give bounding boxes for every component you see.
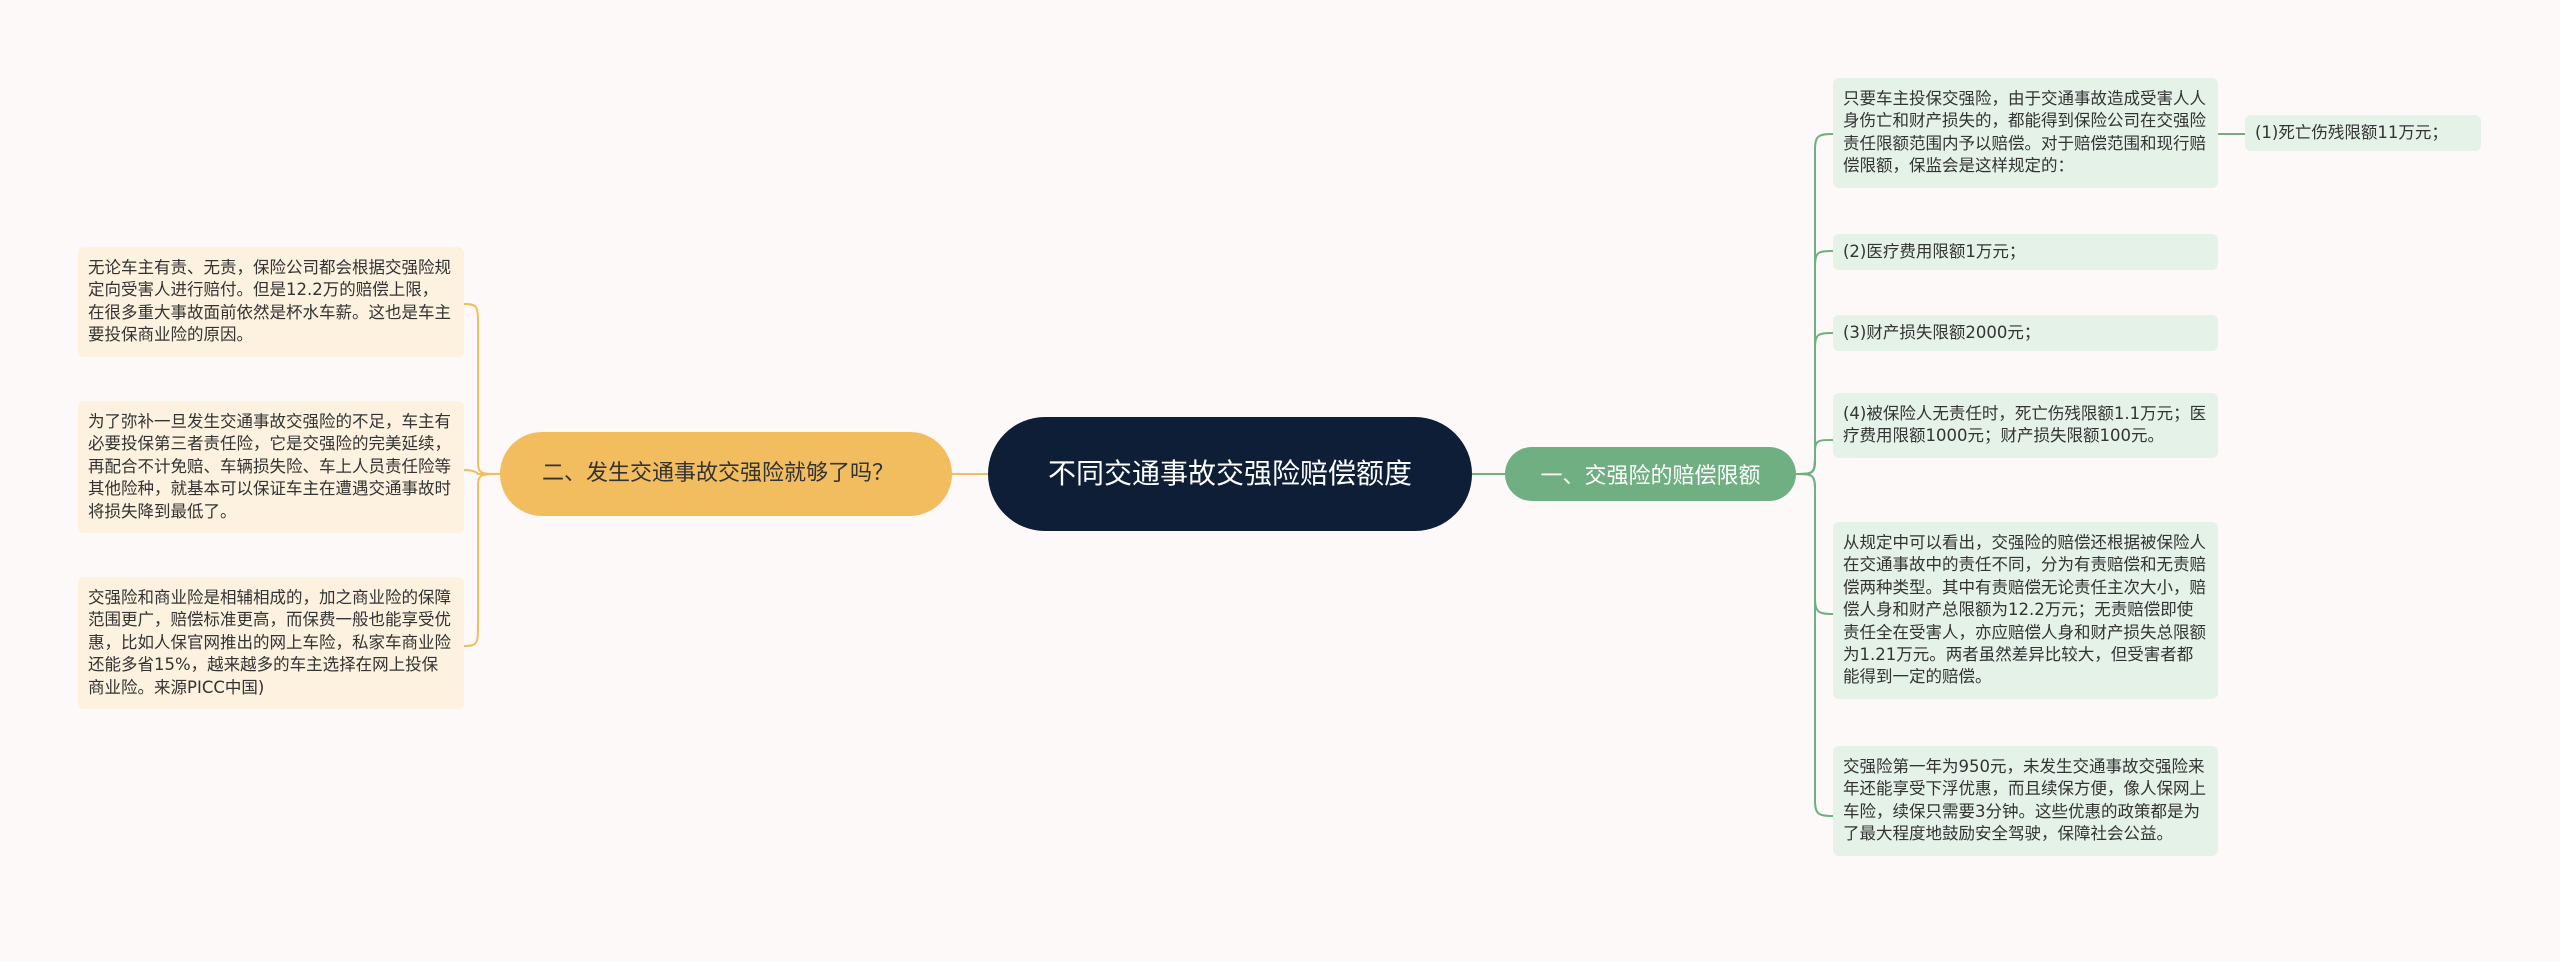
connector-right-leaf-6 bbox=[1795, 473, 1834, 817]
right-leaf-5[interactable]: 从规定中可以看出，交强险的赔偿还根据被保险人在交通事故中的责任不同，分为有责赔偿… bbox=[1833, 522, 2218, 699]
left-leaf-1[interactable]: 无论车主有责、无责，保险公司都会根据交强险规定向受害人进行赔付。但是12.2万的… bbox=[78, 247, 464, 357]
right-leaf-1-text: 只要车主投保交强险，由于交通事故造成受害人人身伤亡和财产损失的，都能得到保险公司… bbox=[1843, 89, 2206, 176]
sub-leaf-death-disability[interactable]: (1)死亡伤残限额11万元； bbox=[2245, 115, 2481, 152]
right-leaf-1[interactable]: 只要车主投保交强险，由于交通事故造成受害人人身伤亡和财产损失的，都能得到保险公司… bbox=[1833, 78, 2218, 188]
branch-topic-right[interactable]: 一、交强险的赔偿限额 bbox=[1505, 447, 1796, 501]
left-leaf-2[interactable]: 为了弥补一旦发生交通事故交强险的不足，车主有必要投保第三者责任险，它是交强险的完… bbox=[78, 401, 464, 534]
connector-right-leaf-4 bbox=[1795, 439, 1834, 475]
left-leaf-3[interactable]: 交强险和商业险是相辅相成的，加之商业险的保障范围更广，赔偿标准更高，而保费一般也… bbox=[78, 577, 464, 710]
left-leaf-3-text: 交强险和商业险是相辅相成的，加之商业险的保障范围更广，赔偿标准更高，而保费一般也… bbox=[88, 588, 451, 697]
root-topic-label: 不同交通事故交强险赔偿额度 bbox=[1047, 457, 1412, 490]
right-leaf-3[interactable]: (3)财产损失限额2000元； bbox=[1833, 315, 2218, 352]
right-leaf-4[interactable]: (4)被保险人无责任时，死亡伤残限额1.1万元；医疗费用限额1000元；财产损失… bbox=[1833, 393, 2218, 458]
right-leaf-6-text: 交强险第一年为950元，未发生交通事故交强险来年还能享受下浮优惠，而且续保方便，… bbox=[1843, 757, 2206, 844]
sub-leaf-text: (1)死亡伤残限额11万元； bbox=[2255, 123, 2448, 142]
connector-left-leaf-3 bbox=[463, 473, 501, 647]
branch-topic-left[interactable]: 二、发生交通事故交强险就够了吗？ bbox=[500, 432, 952, 516]
left-leaf-1-text: 无论车主有责、无责，保险公司都会根据交强险规定向受害人进行赔付。但是12.2万的… bbox=[88, 258, 451, 345]
branch-right-label: 一、交强险的赔偿限额 bbox=[1540, 464, 1761, 489]
right-leaf-3-text: (3)财产损失限额2000元； bbox=[1843, 323, 2041, 342]
branch-left-label: 二、发生交通事故交强险就够了吗？ bbox=[542, 461, 895, 486]
left-leaf-2-text: 为了弥补一旦发生交通事故交强险的不足，车主有必要投保第三者责任险，它是交强险的完… bbox=[88, 412, 451, 521]
right-leaf-2[interactable]: (2)医疗费用限额1万元； bbox=[1833, 234, 2218, 271]
right-leaf-2-text: (2)医疗费用限额1万元； bbox=[1843, 242, 2026, 261]
root-topic[interactable]: 不同交通事故交强险赔偿额度 bbox=[988, 417, 1472, 531]
right-leaf-5-text: 从规定中可以看出，交强险的赔偿还根据被保险人在交通事故中的责任不同，分为有责赔偿… bbox=[1843, 533, 2206, 687]
right-leaf-6[interactable]: 交强险第一年为950元，未发生交通事故交强险来年还能享受下浮优惠，而且续保方便，… bbox=[1833, 746, 2218, 856]
connector-left-leaf-1 bbox=[463, 303, 501, 475]
right-leaf-4-text: (4)被保险人无责任时，死亡伤残限额1.1万元；医疗费用限额1000元；财产损失… bbox=[1843, 404, 2207, 446]
